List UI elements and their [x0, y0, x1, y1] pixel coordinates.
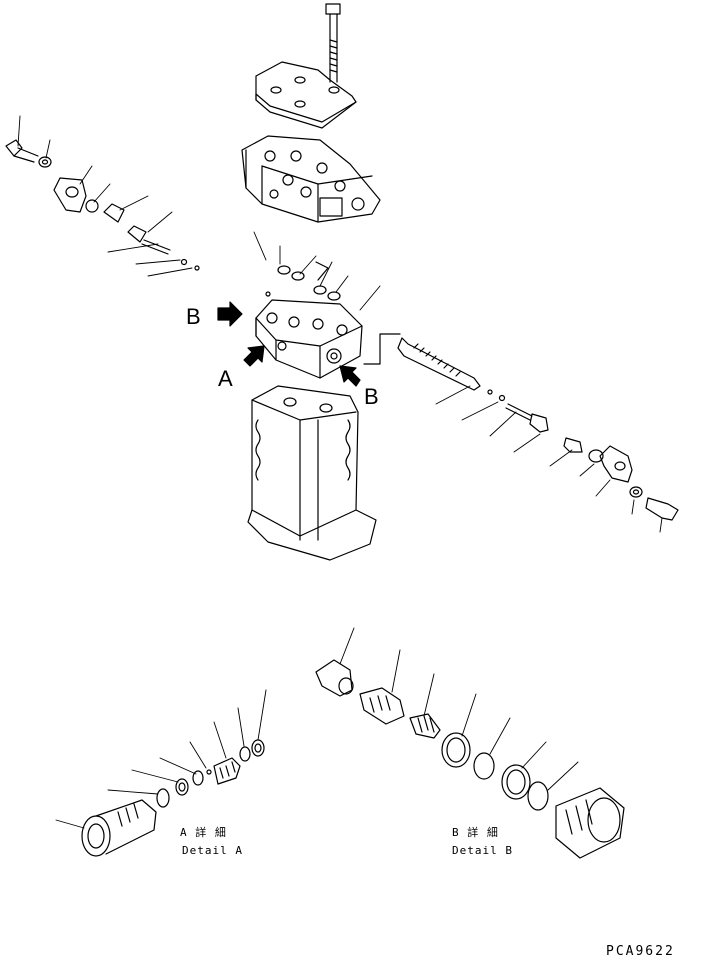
detail-b-parts — [315, 659, 625, 859]
arrow-a-left — [243, 345, 265, 367]
right-parts-row — [363, 333, 679, 521]
callout-b-right: B — [364, 384, 379, 409]
arrow-b-left — [217, 301, 243, 327]
arrow-b-right — [339, 365, 361, 387]
detail-b-title-jp: B 詳 細 — [452, 826, 499, 839]
leader-lines — [17, 115, 663, 829]
middle-valve-body — [255, 261, 363, 379]
callout-b-left: B — [186, 304, 201, 329]
top-bolt — [325, 3, 341, 83]
callout-a-left: A — [218, 366, 233, 391]
left-parts-row — [5, 139, 200, 271]
lower-base-block — [247, 385, 377, 561]
detail-b-title-en: Detail B — [452, 844, 513, 857]
upper-valve-section — [241, 135, 381, 223]
detail-a-title-jp: A 詳 細 — [180, 826, 227, 839]
figure-code: PCA9622 — [606, 944, 675, 959]
detail-a-parts — [81, 739, 265, 857]
detail-a-title-en: Detail A — [182, 844, 243, 857]
top-cover — [255, 61, 357, 129]
